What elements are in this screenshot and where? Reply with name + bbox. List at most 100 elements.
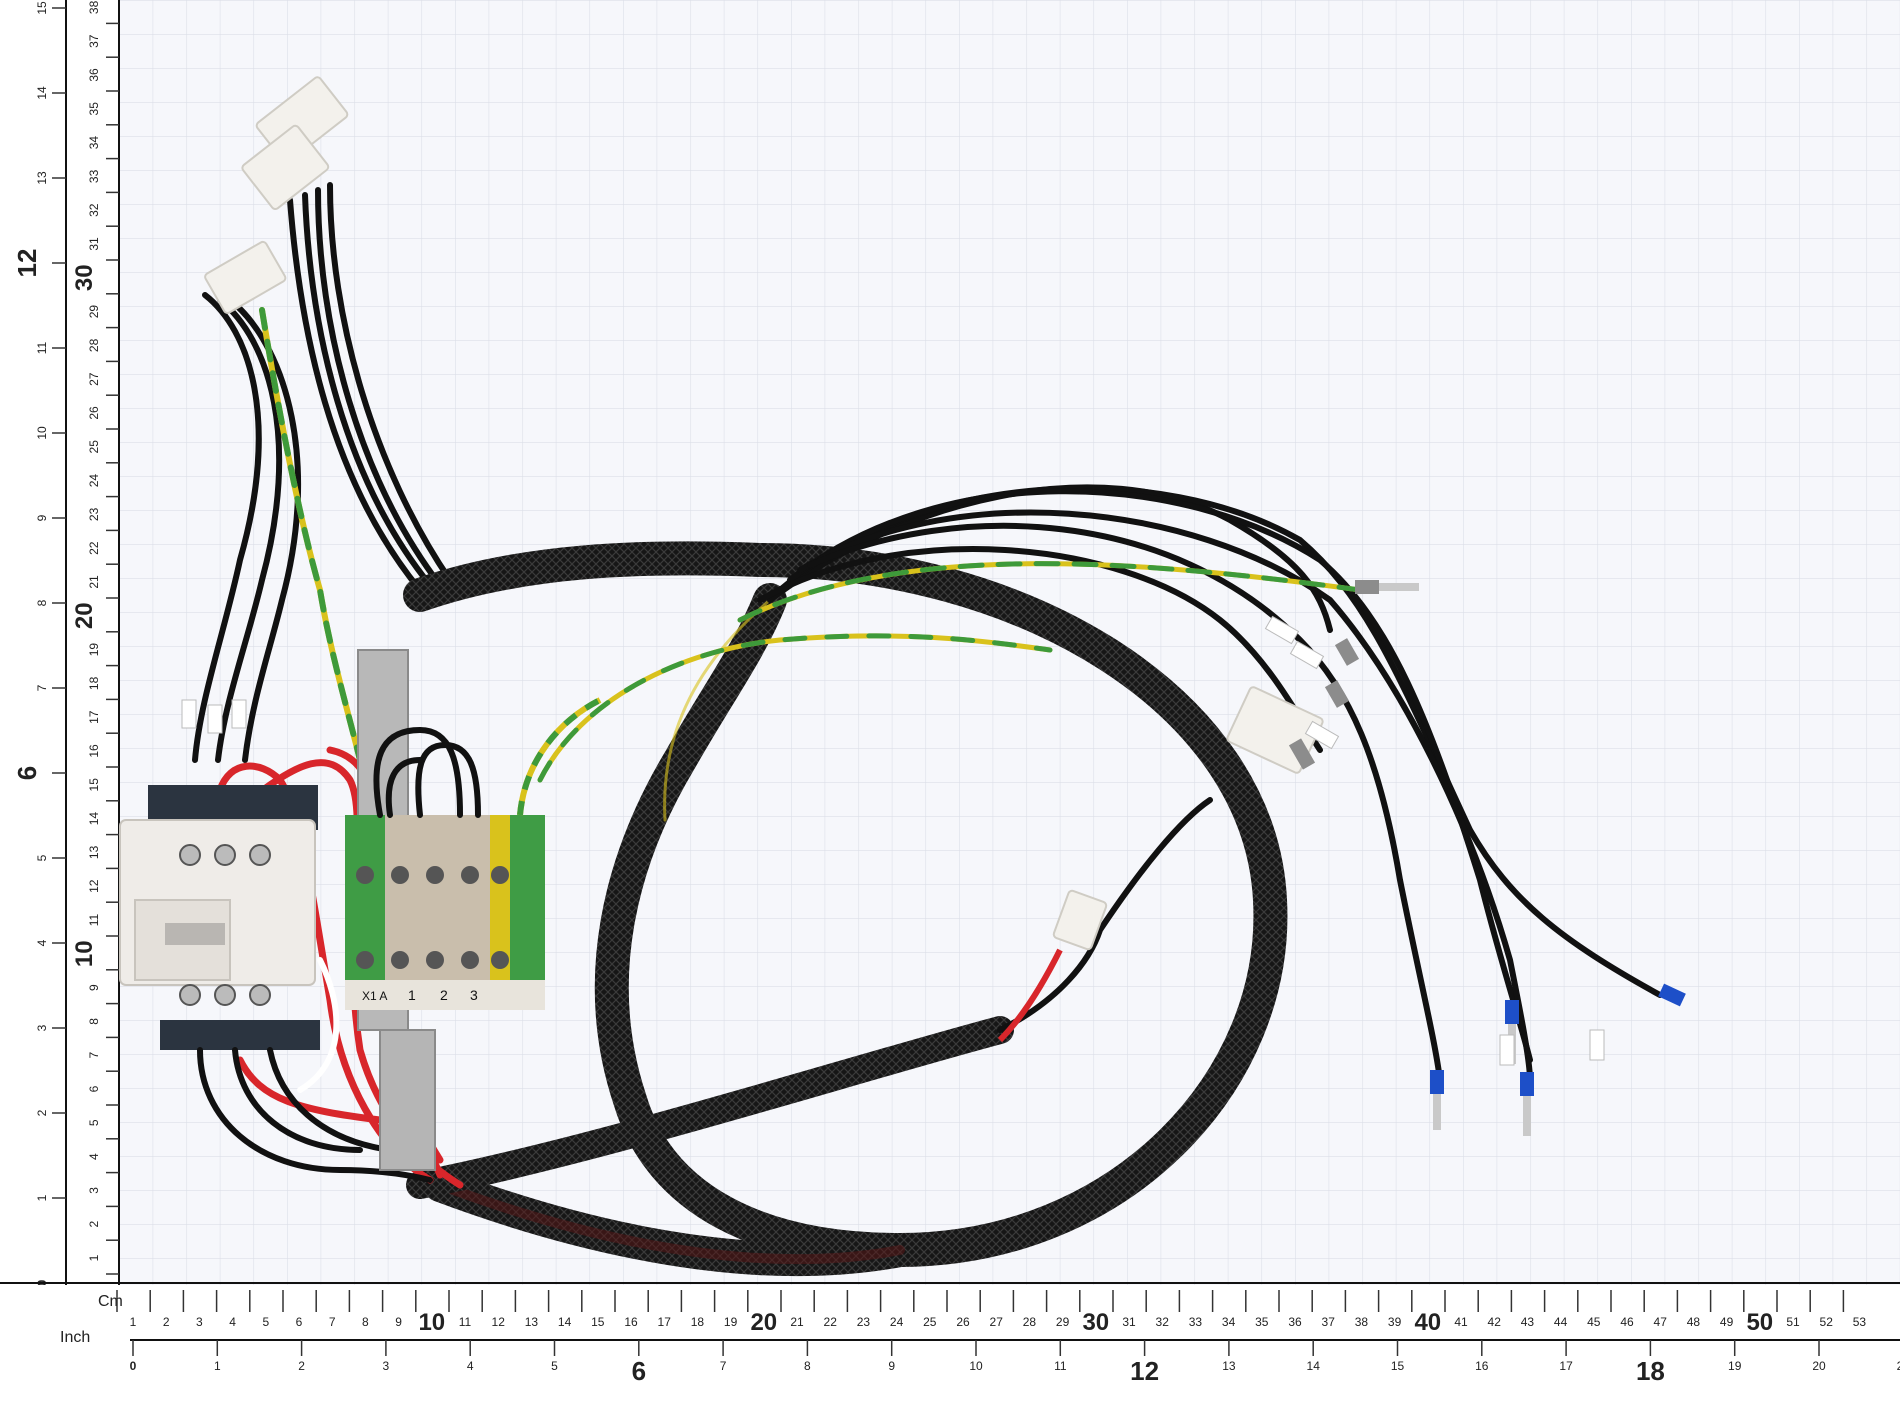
cm-tick-label: 32 bbox=[1156, 1315, 1170, 1329]
cm-tick-label: 25 bbox=[923, 1315, 937, 1329]
left-cm-tick-label: 8 bbox=[87, 1018, 101, 1025]
left-inch-tick-label: 11 bbox=[35, 341, 49, 354]
inch-tick-label: 18 bbox=[1636, 1356, 1665, 1386]
cm-tick-label: 40 bbox=[1414, 1309, 1441, 1336]
left-cm-tick-label: 19 bbox=[87, 643, 101, 657]
cm-tick-label: 34 bbox=[1222, 1315, 1236, 1329]
left-inch-tick-label: 2 bbox=[35, 1109, 49, 1116]
cm-tick-label: 10 bbox=[418, 1309, 445, 1336]
left-cm-tick-label: 35 bbox=[87, 102, 101, 116]
cm-tick-label: 51 bbox=[1786, 1315, 1800, 1329]
cm-tick-label: 52 bbox=[1820, 1315, 1834, 1329]
left-inch-tick-label: 6 bbox=[12, 766, 42, 780]
inch-tick-label: 2 bbox=[298, 1359, 305, 1373]
top-connector-a bbox=[241, 76, 349, 210]
left-cm-tick-label: 10 bbox=[71, 940, 98, 967]
cm-tick-label: 6 bbox=[296, 1315, 303, 1329]
cm-tick-label: 50 bbox=[1746, 1309, 1773, 1336]
cm-tick-label: 24 bbox=[890, 1315, 904, 1329]
cm-tick-label: 1 bbox=[130, 1315, 137, 1329]
inch-tick-label: 10 bbox=[969, 1359, 983, 1373]
left-cm-tick-label: 3 bbox=[87, 1187, 101, 1194]
inch-tick-label: 9 bbox=[888, 1359, 895, 1373]
left-inch-tick-label: 1 bbox=[35, 1194, 49, 1201]
inch-tick-label: 15 bbox=[1391, 1359, 1405, 1373]
cm-tick-label: 23 bbox=[857, 1315, 871, 1329]
cm-tick-label: 42 bbox=[1488, 1315, 1502, 1329]
left-cm-tick-label: 2 bbox=[87, 1221, 101, 1228]
cm-tick-label: 14 bbox=[558, 1315, 572, 1329]
inch-tick-label: 7 bbox=[720, 1359, 727, 1373]
left-cm-tick-label: 7 bbox=[87, 1052, 101, 1059]
left-ruler: 1234567891011121314151617181920212223242… bbox=[0, 0, 120, 1286]
top-wire-bundle bbox=[192, 182, 453, 763]
wire-markers bbox=[181, 615, 1605, 1066]
cm-tick-label: 13 bbox=[525, 1315, 539, 1329]
left-cm-tick-label: 29 bbox=[87, 305, 101, 319]
left-cm-tick-label: 38 bbox=[87, 0, 101, 14]
left-cm-tick-label: 6 bbox=[87, 1085, 101, 1092]
terminal-top-wires bbox=[373, 726, 481, 818]
cm-tick-label: 9 bbox=[395, 1315, 402, 1329]
left-cm-tick-label: 27 bbox=[87, 372, 101, 386]
cm-tick-label: 15 bbox=[591, 1315, 605, 1329]
left-cm-tick-label: 9 bbox=[87, 984, 101, 991]
left-cm-tick-label: 33 bbox=[87, 169, 101, 183]
left-cm-tick-label: 31 bbox=[87, 237, 101, 251]
inch-tick-label: 17 bbox=[1559, 1359, 1573, 1373]
left-cm-tick-label: 4 bbox=[87, 1153, 101, 1160]
inch-tick-label: 5 bbox=[551, 1359, 558, 1373]
left-inch-tick-label: 4 bbox=[35, 939, 49, 946]
cm-tick-label: 53 bbox=[1853, 1315, 1867, 1329]
left-cm-tick-label: 18 bbox=[87, 676, 101, 690]
right-wire-bundle bbox=[537, 484, 1663, 1083]
left-cm-tick-label: 28 bbox=[87, 338, 101, 352]
cm-tick-label: 38 bbox=[1355, 1315, 1369, 1329]
cm-tick-label: 46 bbox=[1620, 1315, 1634, 1329]
cm-tick-label: 2 bbox=[163, 1315, 170, 1329]
left-cm-tick-label: 17 bbox=[87, 710, 101, 724]
left-inch-tick-label: 10 bbox=[35, 426, 49, 440]
left-cm-tick-label: 1 bbox=[87, 1254, 101, 1261]
terminal-label-x1a: X1 A bbox=[362, 989, 387, 1003]
left-cm-tick-label: 5 bbox=[87, 1119, 101, 1126]
cm-tick-label: 31 bbox=[1122, 1315, 1136, 1329]
left-inch-tick-label: 5 bbox=[35, 854, 49, 861]
inch-tick-label: 19 bbox=[1728, 1359, 1742, 1373]
cm-tick-label: 11 bbox=[459, 1315, 472, 1329]
wire-harness: X1 A 1 2 3 bbox=[119, 76, 1686, 1277]
inch-tick-label: 0 bbox=[130, 1359, 137, 1373]
left-inch-tick-label: 8 bbox=[35, 599, 49, 606]
cm-tick-label: 29 bbox=[1056, 1315, 1070, 1329]
inch-tick-label: 1 bbox=[214, 1359, 221, 1373]
inch-tick-label: 21 bbox=[1897, 1359, 1900, 1373]
left-inch-tick-label: 13 bbox=[35, 171, 49, 185]
cm-tick-label: 30 bbox=[1082, 1309, 1109, 1336]
left-inch-tick-label: 7 bbox=[35, 684, 49, 691]
cm-tick-label: 19 bbox=[724, 1315, 738, 1329]
top-connector-b bbox=[204, 240, 287, 314]
terminal-label-1: 1 bbox=[408, 987, 416, 1003]
left-inch-tick-label: 12 bbox=[12, 249, 42, 278]
contactor-lower-wires bbox=[197, 1047, 433, 1183]
inch-tick-label: 4 bbox=[467, 1359, 474, 1373]
left-cm-tick-label: 23 bbox=[87, 507, 101, 521]
left-cm-tick-label: 16 bbox=[87, 744, 101, 758]
cm-tick-label: 26 bbox=[956, 1315, 970, 1329]
cm-tick-label: 16 bbox=[624, 1315, 638, 1329]
cm-tick-label: 49 bbox=[1720, 1315, 1734, 1329]
left-cm-tick-label: 30 bbox=[71, 264, 98, 291]
cm-tick-label: 8 bbox=[362, 1315, 369, 1329]
cm-tick-label: 5 bbox=[262, 1315, 269, 1329]
inch-tick-label: 16 bbox=[1475, 1359, 1489, 1373]
cm-tick-label: 43 bbox=[1521, 1315, 1535, 1329]
cm-tick-label: 47 bbox=[1654, 1315, 1668, 1329]
cm-tick-label: 35 bbox=[1255, 1315, 1269, 1329]
cm-tick-label: 12 bbox=[492, 1315, 506, 1329]
left-cm-tick-label: 20 bbox=[71, 602, 98, 629]
cm-tick-label: 41 bbox=[1454, 1315, 1468, 1329]
terminal-label-3: 3 bbox=[470, 987, 478, 1003]
left-cm-tick-label: 34 bbox=[87, 136, 101, 150]
